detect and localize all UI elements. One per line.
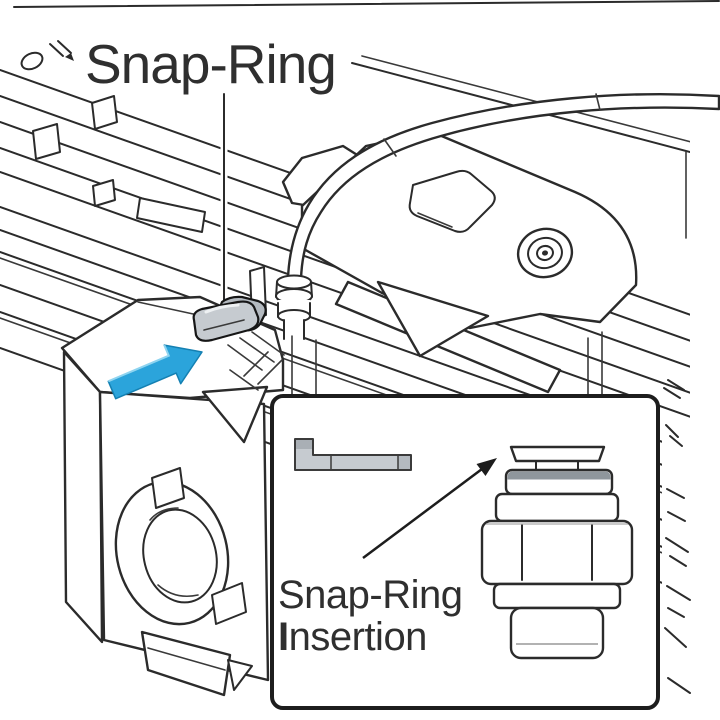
callout-arrow-icon bbox=[107, 344, 203, 400]
block-bottom-tab bbox=[140, 630, 232, 697]
block-left-face bbox=[62, 350, 104, 644]
roller-wheel bbox=[516, 227, 574, 279]
inset-caption-line2: Insertion bbox=[278, 615, 427, 659]
tube-connector bbox=[275, 274, 313, 340]
beam-slots bbox=[32, 95, 206, 233]
push-fit-connector bbox=[480, 445, 634, 660]
frame-hole-icon bbox=[20, 51, 44, 71]
insertion-arrow-icon bbox=[362, 458, 497, 560]
inset-caption-line1: Snap-Ring bbox=[278, 573, 463, 617]
collet-gray-band bbox=[507, 471, 611, 480]
carriage-bracket-triangle bbox=[376, 280, 490, 358]
tab-end-triangle bbox=[227, 659, 253, 691]
background-dashes bbox=[663, 379, 691, 694]
block-funnel bbox=[201, 385, 269, 444]
cooling-fan bbox=[114, 467, 247, 626]
carriage-assembly bbox=[281, 130, 638, 396]
carriage-recess-plate bbox=[408, 169, 496, 233]
snap-ring-tool bbox=[294, 438, 412, 471]
detail-inset-panel: Snap-Ring Insertion bbox=[270, 394, 660, 710]
small-arrow-icon bbox=[49, 40, 74, 61]
carriage-plate bbox=[300, 130, 638, 330]
snap-ring-part bbox=[192, 295, 267, 342]
frame-top-edge bbox=[13, 0, 720, 8]
snap-ring-label: Snap-Ring bbox=[85, 33, 336, 95]
extruder-block bbox=[60, 266, 317, 697]
block-hatch-detail bbox=[227, 331, 317, 395]
